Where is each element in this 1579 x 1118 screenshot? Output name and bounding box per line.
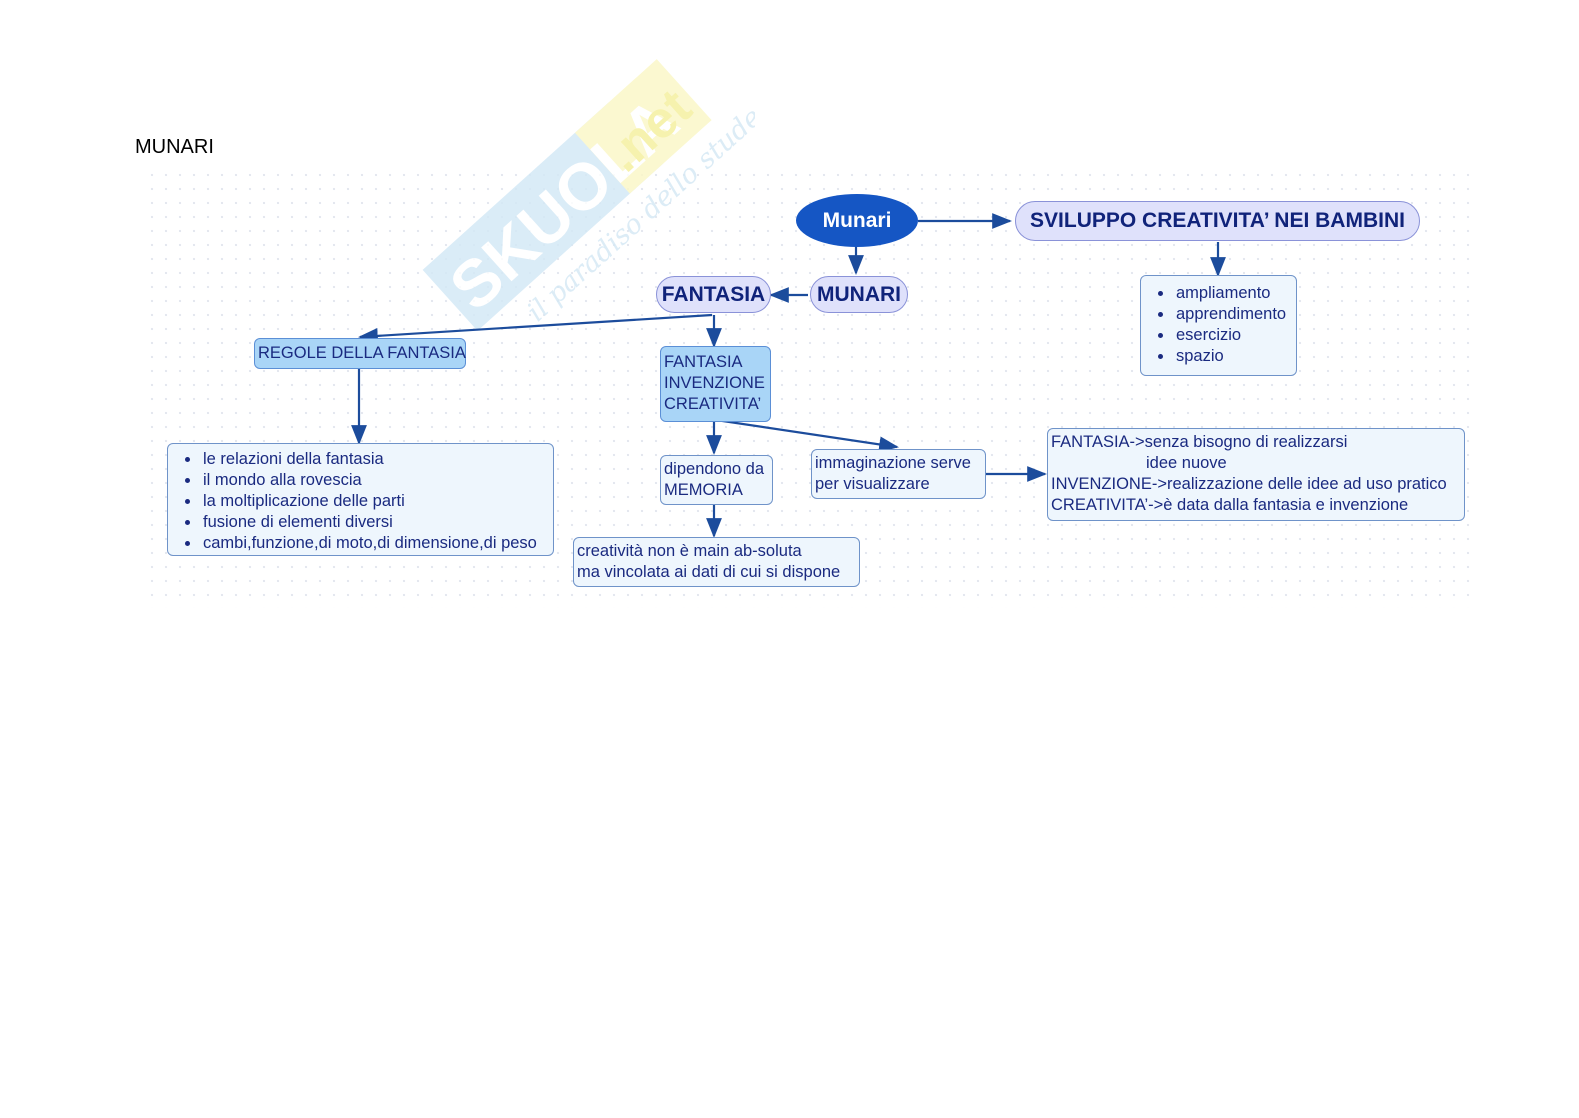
rule-item: il mondo alla rovescia	[201, 470, 550, 491]
definition-line: idee nuove	[1146, 454, 1227, 472]
node-rules: REGOLE DELLA FANTASIA	[254, 338, 466, 369]
node-memory: dipendono da MEMORIA	[660, 455, 773, 505]
page-heading: MUNARI	[135, 136, 214, 158]
memory-line: dipendono da	[664, 460, 765, 478]
node-triad: FANTASIA INVENZIONE CREATIVITA’	[660, 346, 771, 422]
node-root: Munari	[796, 194, 918, 247]
development-item: esercizio	[1174, 325, 1293, 346]
rule-item: cambi,funzione,di moto,di dimensione,di …	[201, 533, 550, 554]
triad-line: CREATIVITA’	[664, 395, 762, 413]
memory-line: MEMORIA	[664, 481, 743, 499]
node-definitions: FANTASIA->senza bisogno di realizzarsi i…	[1047, 428, 1465, 521]
node-rules-list: le relazioni della fantasia il mondo all…	[167, 443, 554, 556]
development-item: apprendimento	[1174, 304, 1293, 325]
definition-line: INVENZIONE->realizzazione delle idee ad …	[1051, 475, 1447, 493]
rule-item: la moltiplicazione delle parti	[201, 491, 550, 512]
node-development-items: ampliamento apprendimento esercizio spaz…	[1140, 275, 1297, 376]
imagination-line: immaginazione serve	[815, 454, 971, 472]
rule-item: fusione di elementi diversi	[201, 512, 550, 533]
note-line: ma vincolata ai dati di cui si dispone	[577, 563, 841, 581]
definition-line: FANTASIA->senza bisogno di realizzarsi	[1051, 433, 1348, 451]
node-imagination: immaginazione serve per visualizzare	[811, 449, 986, 499]
triad-line: FANTASIA	[664, 353, 743, 371]
node-munari: MUNARI	[810, 276, 908, 313]
imagination-line: per visualizzare	[815, 475, 930, 493]
development-item: ampliamento	[1174, 283, 1293, 304]
node-fantasia: FANTASIA	[656, 276, 771, 313]
development-item: spazio	[1174, 346, 1293, 367]
definition-line: CREATIVITA’->è data dalla fantasia e inv…	[1051, 496, 1409, 514]
rules-title: REGOLE DELLA FANTASIA	[258, 344, 466, 362]
rule-item: le relazioni della fantasia	[201, 449, 550, 470]
skuola-watermark-logo: SKUOLA .net il paradiso dello studente	[422, 59, 755, 331]
note-line: creatività non è main ab-soluta	[577, 542, 802, 560]
triad-line: INVENZIONE	[664, 374, 765, 392]
node-development: SVILUPPO CREATIVITA’ NEI BAMBINI	[1015, 201, 1420, 241]
node-creativity-note: creatività non è main ab-soluta ma vinco…	[573, 537, 860, 587]
arrow-triad-to-imagination	[715, 418, 899, 453]
arrow-fantasia-to-rules	[358, 313, 713, 344]
